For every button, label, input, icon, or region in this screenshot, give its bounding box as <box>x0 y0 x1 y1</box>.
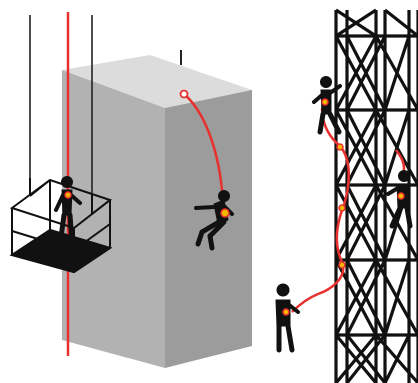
building-left-face <box>62 70 165 368</box>
roof-anchor-point <box>181 91 188 98</box>
anchor-icon <box>221 209 229 217</box>
anchor-icon <box>65 192 71 198</box>
anchor-icon <box>283 309 289 315</box>
anchor-icon <box>322 99 328 105</box>
worker-on-ground <box>276 284 298 350</box>
anchor-icon <box>398 193 404 199</box>
